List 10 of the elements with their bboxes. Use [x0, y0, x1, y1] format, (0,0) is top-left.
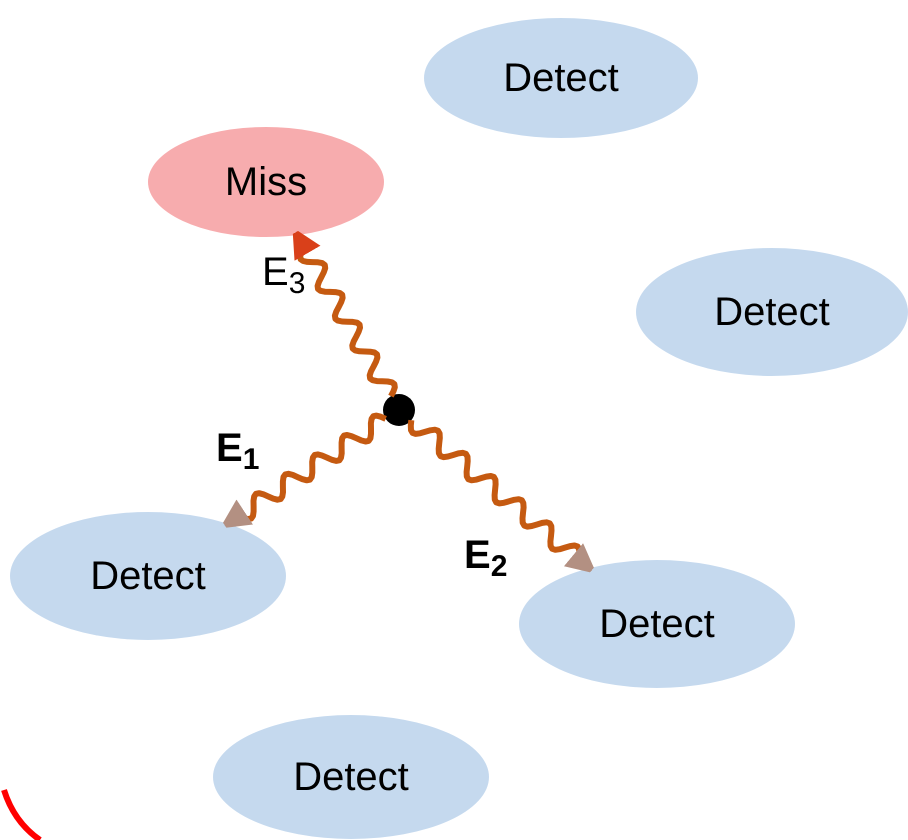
- edge-label: E$_{2}$: [464, 535, 508, 575]
- node-label: Detect: [714, 292, 830, 332]
- edge-label: E$_{1}$: [216, 428, 260, 468]
- node-label: Detect: [503, 58, 619, 98]
- node-label: Detect: [293, 757, 409, 797]
- node-label: Detect: [90, 556, 206, 596]
- wavy-arrow: [408, 420, 597, 574]
- edge-label: E$_{3}$: [262, 252, 306, 292]
- node-label: Detect: [599, 604, 715, 644]
- node-label: Miss: [224, 162, 308, 202]
